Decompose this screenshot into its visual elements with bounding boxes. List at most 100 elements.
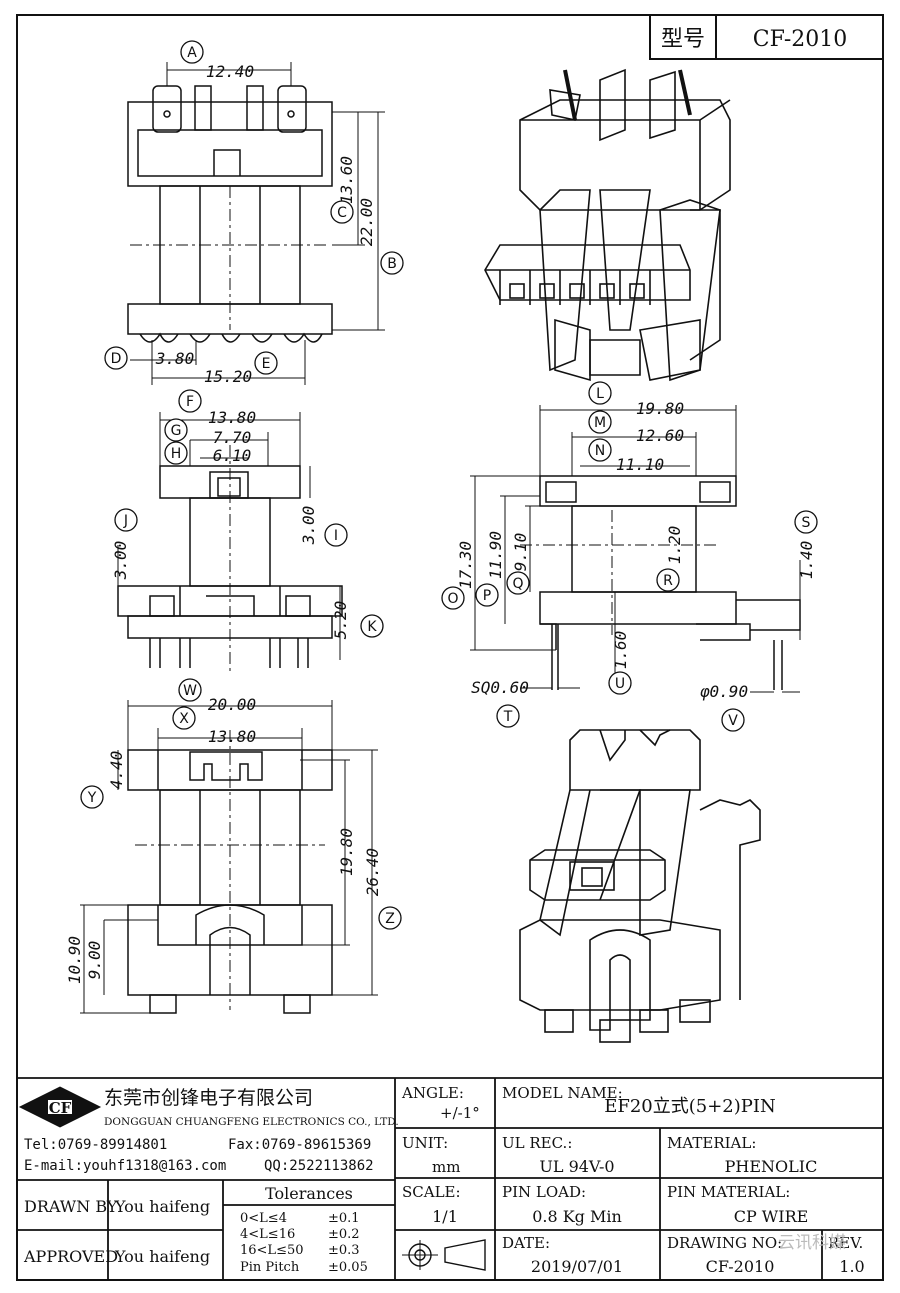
pinload-value: 0.8 Kg Min <box>532 1207 622 1226</box>
pinload-label: PIN LOAD: <box>502 1183 586 1201</box>
model-label: MODEL NAME: <box>502 1084 623 1102</box>
date-value: 2019/07/01 <box>531 1257 623 1276</box>
ul-value: UL 94V-0 <box>539 1157 614 1176</box>
model-value: EF20立式(5+2)PIN <box>604 1096 776 1117</box>
dim-letter-k: K <box>360 614 384 638</box>
dim-letter-text: V <box>728 713 738 729</box>
iso-view-top <box>484 68 731 382</box>
dim-letter-s: S <box>794 510 818 534</box>
title-block-text: ANGLE: +/-1° MODEL NAME: EF20立式(5+2)PIN … <box>23 1084 865 1276</box>
front-view-top <box>127 62 385 385</box>
company-tel: Tel:0769-89914801 <box>24 1137 167 1153</box>
scale-value: 1/1 <box>432 1207 458 1226</box>
date-label: DATE: <box>502 1234 550 1252</box>
ul-label: UL REC.: <box>502 1134 572 1152</box>
dim-C: 13.60 <box>337 156 356 204</box>
pinmat-value: CP WIRE <box>734 1207 809 1226</box>
dim-Z2: 19.80 <box>337 828 356 876</box>
dim-letter-m: M <box>588 410 612 434</box>
dim-P: 11.90 <box>486 531 505 579</box>
dim-letter-h: H <box>164 441 188 465</box>
tol-range-3: 16<L≤50 <box>240 1243 304 1258</box>
dim-X: 13.80 <box>208 727 256 746</box>
dim-T: SQ0.60 <box>471 678 529 697</box>
material-value: PHENOLIC <box>725 1157 818 1176</box>
dim-letter-r: R <box>656 568 680 592</box>
dim-letter-text: K <box>367 619 377 635</box>
dim-letter-q: Q <box>506 571 530 595</box>
dim-J: 3.00 <box>111 541 130 581</box>
dim-R: 1.20 <box>665 526 684 565</box>
dim-letter-text: C <box>337 205 347 221</box>
tol-val-1: ±0.1 <box>328 1211 360 1226</box>
dim-S: 1.40 <box>797 541 816 580</box>
dim-letter-text: B <box>387 256 397 272</box>
scale-label: SCALE: <box>402 1183 461 1201</box>
company-info: 东莞市创锋电子有限公司 DONGGUAN CHUANGFENG ELECTRON… <box>24 1087 399 1174</box>
rev-label: REV. <box>828 1234 863 1252</box>
dim-Z: 26.40 <box>363 848 382 896</box>
dim-G: 7.70 <box>213 428 252 447</box>
dim-H: 6.10 <box>213 446 252 465</box>
tol-val-2: ±0.2 <box>328 1227 360 1242</box>
dim-letter-y: Y <box>80 785 104 809</box>
dim-I: 3.00 <box>299 506 318 546</box>
dim-letter-text: I <box>334 528 338 544</box>
company-email: E-mail:youhf1318@163.com <box>24 1158 226 1174</box>
dim-letter-text: S <box>802 515 811 531</box>
dim-M: 12.60 <box>636 426 684 445</box>
bottom-view <box>80 700 378 1014</box>
dim-letter-text: H <box>171 446 182 462</box>
dim-letter-l: L <box>588 381 612 405</box>
dim-letter-w: W <box>178 678 202 702</box>
dim-letter-text: E <box>262 356 271 372</box>
dim-letter-p: P <box>475 583 499 607</box>
dim-letter-text: Y <box>87 790 97 806</box>
title-block-lines <box>17 1077 883 1280</box>
dim-letter-text: U <box>615 676 625 692</box>
dim-letter-z: Z <box>378 906 402 930</box>
projection-symbol-icon <box>402 1239 486 1271</box>
watermark: 云讯科媒 <box>778 1233 846 1253</box>
dim-U: 1.60 <box>611 631 630 670</box>
front-view-top-dims: 12.40 13.60 22.00 3.80 15.20 <box>155 62 376 386</box>
dim-letter-text: W <box>183 683 197 699</box>
company-fax: Fax:0769-89615369 <box>228 1137 371 1153</box>
dim-letter-text: M <box>594 415 606 431</box>
dim-Y: 4.40 <box>107 751 126 790</box>
dim-letter-c: C <box>330 200 354 224</box>
dim-letter-o: O <box>441 586 465 610</box>
dim-letter-text: X <box>179 711 189 727</box>
tol-val-4: ±0.05 <box>328 1260 368 1275</box>
dim-N: 11.10 <box>616 455 664 474</box>
side-view <box>117 412 343 675</box>
iso-view-bottom <box>519 729 761 1043</box>
sheet-border <box>16 14 884 1281</box>
tol-range-2: 4<L≤16 <box>240 1227 295 1242</box>
dim-letter-text: F <box>186 394 194 410</box>
tolerances-title: Tolerances <box>265 1184 353 1203</box>
dim-L: 19.80 <box>636 399 684 418</box>
dim-letter-text: O <box>447 591 458 607</box>
tol-range-4: Pin Pitch <box>240 1260 300 1275</box>
company-qq: QQ:2522113862 <box>264 1158 374 1174</box>
approved-value: You haifeng <box>114 1247 210 1266</box>
dim-letter-t: T <box>496 704 520 728</box>
dim-H2: 9.00 <box>85 941 104 980</box>
dim-letter-d: D <box>104 346 128 370</box>
rev-value: 1.0 <box>839 1257 864 1276</box>
tol-range-1: 0<L≤4 <box>240 1211 287 1226</box>
dim-letter-f: F <box>178 389 202 413</box>
unit-value: mm <box>432 1158 460 1176</box>
dim-V: φ0.90 <box>700 682 748 701</box>
dim-letter-text: L <box>596 386 604 402</box>
dim-letter-text: D <box>111 351 122 367</box>
dim-letter-text: T <box>503 709 513 725</box>
unit-label: UNIT: <box>402 1134 448 1152</box>
dim-letter-text: A <box>187 45 197 61</box>
dim-letter-a: A <box>180 40 204 64</box>
dim-D: 3.80 <box>155 349 195 368</box>
dim-F: 13.80 <box>208 408 256 427</box>
